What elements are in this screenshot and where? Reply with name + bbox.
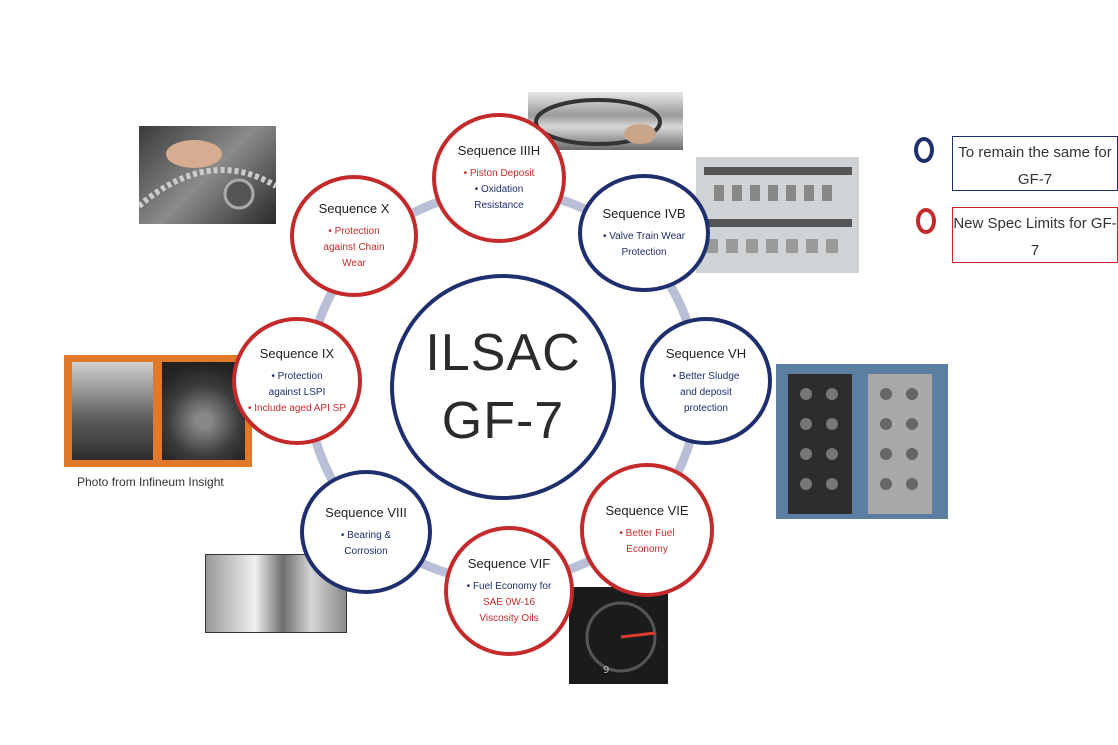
- photo-caption: Photo from Infineum Insight: [77, 475, 224, 489]
- sequence-title: Sequence VIII: [325, 504, 407, 520]
- cylinder-head-photo: [776, 364, 948, 519]
- legend-new-label: New Spec Limits for GF-7: [952, 207, 1118, 263]
- legend-red-marker: [916, 208, 936, 234]
- sequence-item: • Better Sludge and deposit protection: [672, 370, 740, 414]
- center-title-line2: GF-7: [441, 392, 565, 450]
- sequence-vif-circle: Sequence VIF • Fuel Economy for SAE 0W-1…: [444, 526, 574, 656]
- sequence-vh-circle: Sequence VH • Better Sludge and deposit …: [640, 317, 772, 445]
- center-circle: ILSAC GF-7: [390, 274, 616, 500]
- sequence-ix-circle: Sequence IX • Protection against LSPI • …: [232, 317, 362, 445]
- sequence-x-circle: Sequence X • Protection against Chain We…: [290, 175, 418, 297]
- sequence-vie-circle: Sequence VIE • Better Fuel Economy: [580, 463, 714, 597]
- sequence-item: • Protection against Chain Wear: [323, 225, 385, 269]
- sequence-viii-circle: Sequence VIII • Bearing & Corrosion: [300, 470, 432, 594]
- sequence-title: Sequence IVB: [602, 205, 686, 221]
- sequence-title: Sequence VH: [665, 345, 747, 361]
- sequence-item: • Fuel Economy for: [466, 580, 552, 592]
- sequence-item: • Oxidation Resistance: [474, 183, 524, 211]
- legend-blue-marker: [914, 137, 934, 163]
- sequence-item: SAE 0W-16 Viscosity Oils: [479, 596, 539, 624]
- camshaft-photo: [696, 157, 859, 273]
- sequence-ivb-circle: Sequence IVB • Valve Train Wear Protecti…: [578, 174, 710, 292]
- fuel-gauge-photo: 9: [569, 587, 668, 684]
- sequence-item: • Better Fuel Economy: [619, 527, 675, 555]
- sequence-title: Sequence VIF: [467, 555, 551, 571]
- sequence-item: • Piston Deposit: [463, 167, 535, 179]
- sequence-title: Sequence VIE: [605, 502, 689, 518]
- sequence-item: • Include aged API SP: [247, 402, 346, 414]
- sequence-item: • Protection against LSPI: [268, 370, 326, 398]
- sequence-title: Sequence X: [318, 200, 390, 216]
- sequence-title: Sequence IX: [259, 345, 335, 361]
- sequence-item: • Bearing & Corrosion: [340, 529, 392, 557]
- sequence-title: Sequence IIIH: [457, 142, 541, 158]
- lspi-piston-photo: [64, 355, 252, 467]
- center-title-line1: ILSAC: [425, 324, 581, 382]
- sequence-iiih-circle: Sequence IIIH • Piston Deposit • Oxidati…: [432, 113, 566, 243]
- legend-same-label: To remain the same for GF-7: [952, 136, 1118, 191]
- sequence-item: • Valve Train Wear Protection: [602, 230, 686, 258]
- timing-chain-photo: [139, 126, 276, 224]
- svg-text:9: 9: [603, 665, 609, 676]
